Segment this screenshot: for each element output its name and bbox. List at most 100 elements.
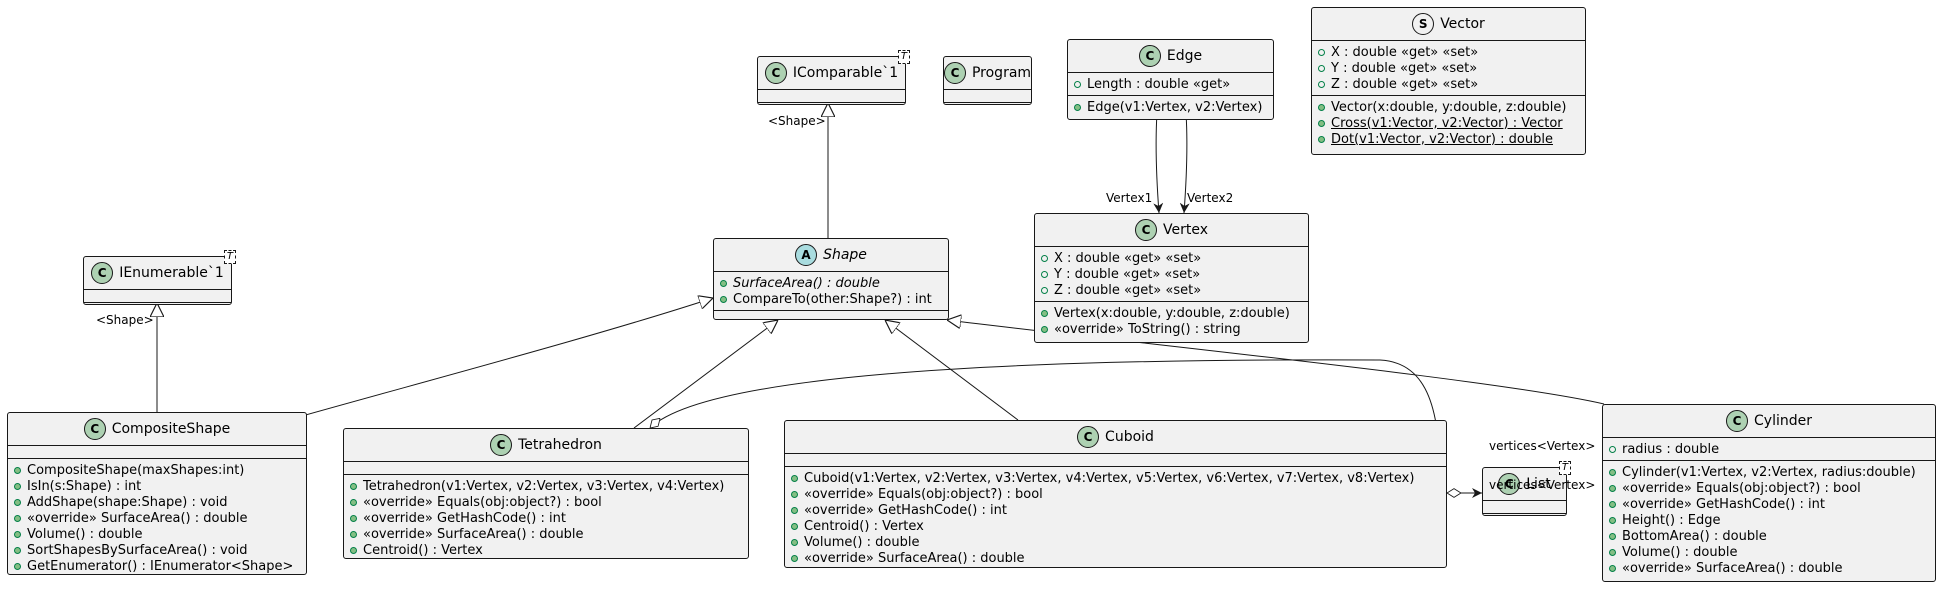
member-row: BottomArea() : double bbox=[1609, 528, 1929, 544]
member-row: «override» Equals(obj:object?) : bool bbox=[791, 486, 1440, 502]
member-text: «override» Equals(obj:object?) : bool bbox=[1622, 480, 1861, 496]
member-row: Y : double «get» «set» bbox=[1041, 266, 1302, 282]
member-row: Height() : Edge bbox=[1609, 512, 1929, 528]
member-text: Cuboid(v1:Vertex, v2:Vertex, v3:Vertex, … bbox=[804, 470, 1415, 486]
member-row: «override» SurfaceArea() : double bbox=[1609, 560, 1929, 576]
public-visibility-icon bbox=[791, 538, 798, 546]
methods-section bbox=[944, 102, 1031, 115]
public-visibility-icon bbox=[1609, 445, 1616, 453]
public-visibility-icon bbox=[1318, 119, 1325, 127]
member-row: Centroid() : Vertex bbox=[350, 542, 742, 558]
public-visibility-icon bbox=[1318, 48, 1325, 56]
member-row: GetEnumerator() : IEnumerator<Shape> bbox=[14, 558, 300, 574]
public-visibility-icon bbox=[350, 498, 357, 506]
public-visibility-icon bbox=[350, 530, 357, 538]
public-visibility-icon bbox=[1318, 135, 1325, 143]
member-row: «override» SurfaceArea() : double bbox=[350, 526, 742, 542]
member-row: IsIn(s:Shape) : int bbox=[14, 478, 300, 494]
member-row: SortShapesBySurfaceArea() : void bbox=[14, 542, 300, 558]
public-visibility-icon bbox=[14, 466, 21, 474]
type-parameter: T bbox=[223, 250, 236, 264]
public-visibility-icon bbox=[14, 546, 21, 554]
methods-section: Vertex(x:double, y:double, z:double)«ove… bbox=[1035, 301, 1308, 340]
public-visibility-icon bbox=[350, 482, 357, 490]
member-row: Centroid() : Vertex bbox=[791, 518, 1440, 534]
member-row: «override» GetHashCode() : int bbox=[1609, 496, 1929, 512]
public-visibility-icon bbox=[14, 514, 21, 522]
member-text: Volume() : double bbox=[27, 526, 143, 542]
member-row: «override» SurfaceArea() : double bbox=[14, 510, 300, 526]
class-name: Cylinder bbox=[1754, 413, 1812, 429]
member-text: Centroid() : Vertex bbox=[363, 542, 483, 558]
member-row: Edge(v1:Vertex, v2:Vertex) bbox=[1074, 99, 1267, 115]
member-text: IsIn(s:Shape) : int bbox=[27, 478, 142, 494]
class-name: Program bbox=[971, 65, 1032, 81]
member-text: Centroid() : Vertex bbox=[804, 518, 924, 534]
member-text: «override» Equals(obj:object?) : bool bbox=[804, 486, 1043, 502]
fields-section: X : double «get» «set»Y : double «get» «… bbox=[1312, 40, 1585, 95]
member-text: Z : double «get» «set» bbox=[1054, 282, 1202, 298]
fields-section: radius : double bbox=[1603, 437, 1935, 460]
member-text: X : double «get» «set» bbox=[1054, 250, 1202, 266]
methods-section: Cylinder(v1:Vertex, v2:Vertex, radius:do… bbox=[1603, 460, 1935, 579]
fields-section: Length : double «get» bbox=[1068, 72, 1273, 95]
class-program: C Program bbox=[943, 56, 1032, 105]
member-text: «override» Equals(obj:object?) : bool bbox=[363, 494, 602, 510]
public-visibility-icon bbox=[1318, 80, 1325, 88]
stereotype-a-icon: A bbox=[795, 244, 818, 266]
stereotype-c-icon: C bbox=[91, 262, 114, 284]
fields-section bbox=[344, 461, 748, 474]
member-text: «override» ToString() : string bbox=[1054, 321, 1241, 337]
member-text: Y : double «get» «set» bbox=[1331, 60, 1478, 76]
class-name: IEnumerable`1 bbox=[119, 265, 224, 281]
stereotype-c-icon: C bbox=[1077, 426, 1100, 448]
member-row: Dot(v1:Vector, v2:Vector) : double bbox=[1318, 131, 1579, 147]
member-text: CompositeShape(maxShapes:int) bbox=[27, 462, 245, 478]
member-text: GetEnumerator() : IEnumerator<Shape> bbox=[27, 558, 294, 574]
member-text: Cylinder(v1:Vertex, v2:Vertex, radius:do… bbox=[1622, 464, 1916, 480]
member-text: «override» GetHashCode() : int bbox=[363, 510, 566, 526]
class-header: A Shape bbox=[714, 239, 948, 271]
class-name: Vertex bbox=[1162, 222, 1208, 238]
methods-section: Cuboid(v1:Vertex, v2:Vertex, v3:Vertex, … bbox=[785, 466, 1446, 569]
member-row: AddShape(shape:Shape) : void bbox=[14, 494, 300, 510]
class-name: Shape bbox=[823, 247, 867, 263]
stereotype-c-icon: C bbox=[764, 62, 787, 84]
edge-composite-shape bbox=[301, 298, 713, 417]
public-visibility-icon bbox=[1041, 325, 1048, 333]
public-visibility-icon bbox=[791, 490, 798, 498]
class-name: Tetrahedron bbox=[518, 437, 602, 453]
member-row: «override» GetHashCode() : int bbox=[791, 502, 1440, 518]
fields-section bbox=[8, 445, 306, 458]
fields-section: X : double «get» «set»Y : double «get» «… bbox=[1035, 246, 1308, 301]
fields-section bbox=[944, 89, 1031, 102]
member-text: «override» SurfaceArea() : double bbox=[804, 550, 1025, 566]
stereotype-c-icon: C bbox=[943, 62, 966, 84]
member-row: Length : double «get» bbox=[1074, 76, 1267, 92]
stereotype-c-icon: C bbox=[83, 418, 106, 440]
public-visibility-icon bbox=[791, 506, 798, 514]
member-row: «override» Equals(obj:object?) : bool bbox=[350, 494, 742, 510]
member-text: CompareTo(other:Shape?) : int bbox=[733, 291, 932, 307]
member-text: AddShape(shape:Shape) : void bbox=[27, 494, 228, 510]
member-text: Vertex(x:double, y:double, z:double) bbox=[1054, 305, 1290, 321]
public-visibility-icon bbox=[1041, 254, 1048, 262]
member-text: radius : double bbox=[1622, 441, 1720, 457]
class-name: Cuboid bbox=[1105, 429, 1154, 445]
public-visibility-icon bbox=[1041, 309, 1048, 317]
member-text: «override» SurfaceArea() : double bbox=[363, 526, 584, 542]
member-row: X : double «get» «set» bbox=[1041, 250, 1302, 266]
public-visibility-icon bbox=[1609, 548, 1616, 556]
role-label-vertex2: Vertex2 bbox=[1187, 191, 1234, 205]
public-visibility-icon bbox=[350, 546, 357, 554]
class-name: List bbox=[1526, 476, 1551, 492]
member-text: «override» GetHashCode() : int bbox=[804, 502, 1007, 518]
member-row: «override» Equals(obj:object?) : bool bbox=[1609, 480, 1929, 496]
